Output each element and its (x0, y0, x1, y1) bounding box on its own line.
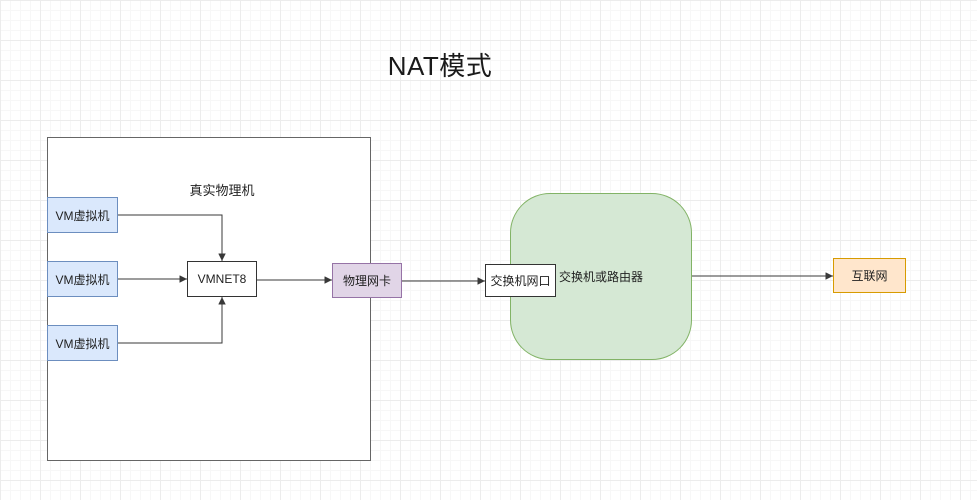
physical-nic-label: 物理网卡 (342, 274, 391, 288)
physical-nic-node: 物理网卡 (332, 263, 402, 298)
internet-node: 互联网 (833, 258, 906, 293)
switch-port-label: 交换机网口 (490, 274, 551, 288)
vmnet8-label: VMNET8 (197, 272, 247, 286)
switch-or-router-label: 交换机或路由器 (558, 270, 643, 284)
physical-host-label: 真实物理机 (189, 183, 255, 198)
diagram-title: NAT模式 (387, 51, 493, 81)
vm-node-1: VM虚拟机 (47, 197, 118, 233)
vm-node-2-label: VM虚拟机 (55, 272, 110, 287)
vmnet8-node: VMNET8 (187, 261, 257, 297)
vm-node-1-label: VM虚拟机 (55, 208, 110, 223)
vm-node-3-label: VM虚拟机 (55, 336, 110, 351)
internet-label: 互联网 (851, 269, 888, 283)
vm-node-3: VM虚拟机 (47, 325, 118, 361)
switch-port-node: 交换机网口 (485, 264, 556, 297)
vm-node-2: VM虚拟机 (47, 261, 118, 297)
